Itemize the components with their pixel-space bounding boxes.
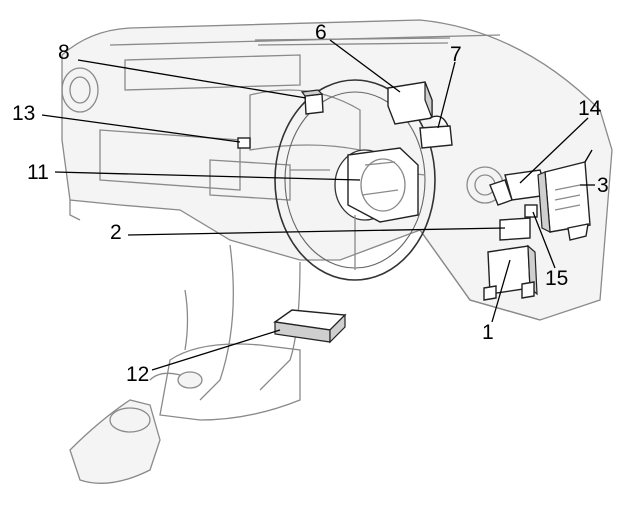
callout-12: 12 xyxy=(126,363,150,386)
callout-3: 3 xyxy=(597,174,609,197)
callout-14: 14 xyxy=(578,97,602,120)
part-12-airbag-ecu xyxy=(273,309,347,344)
callout-13: 13 xyxy=(12,102,36,125)
dashboard-outline xyxy=(61,19,613,421)
callout-7: 7 xyxy=(450,43,462,66)
callout-1: 1 xyxy=(482,321,494,344)
callout-15: 15 xyxy=(545,267,569,290)
part-3-ecu xyxy=(537,149,593,241)
callout-11: 11 xyxy=(27,161,49,184)
part-13-switch xyxy=(237,137,251,149)
part-14-junction xyxy=(489,169,549,206)
part-11-spiral-cable xyxy=(347,147,419,223)
callout-8: 8 xyxy=(58,41,70,64)
part-8-relay xyxy=(300,89,324,115)
part-1-module xyxy=(483,244,538,301)
center-console xyxy=(69,371,203,484)
part-2-connector xyxy=(499,217,531,241)
callout-2: 2 xyxy=(110,221,122,244)
part-15-connector xyxy=(524,204,538,218)
leader-lines xyxy=(41,39,595,371)
part-7-sensor xyxy=(419,115,453,149)
callout-6: 6 xyxy=(315,21,327,44)
